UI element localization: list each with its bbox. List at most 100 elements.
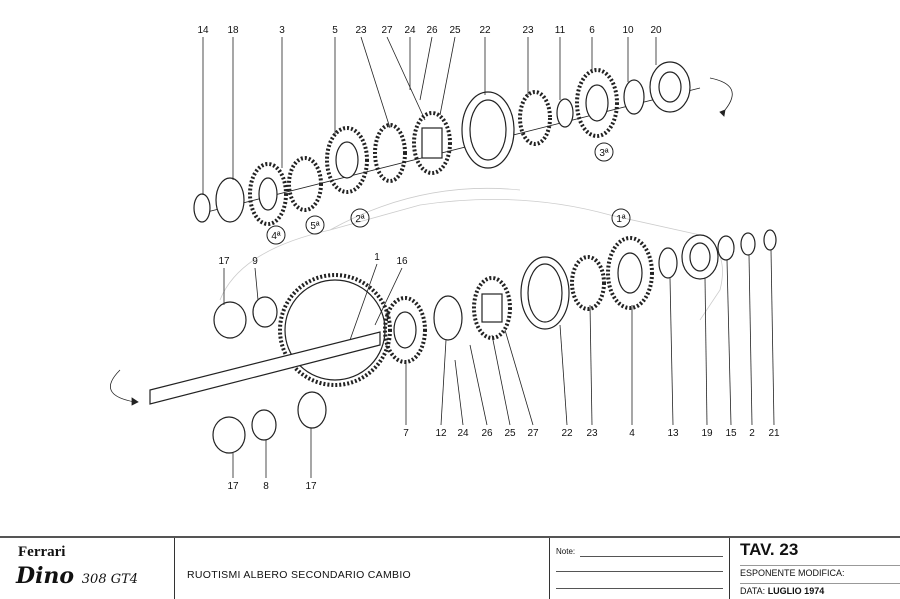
part-label: 24 [404,25,416,90]
part-label: 10 [622,25,634,82]
svg-text:22: 22 [561,428,573,439]
logo-cell: Ferrari Dino 308 GT4 [0,538,175,599]
mid-part-labels: 17 9 1 16 [218,252,408,341]
part-label: 27 [381,25,426,121]
svg-text:20: 20 [650,25,662,36]
part-label: 27 [504,329,539,439]
part-label: 16 [374,256,408,326]
table-number: TAV. 23 [740,540,799,559]
part-label: 19 [701,277,713,439]
gear-marker: 1ª [611,208,631,228]
svg-text:11: 11 [555,25,566,36]
note-line [580,556,723,557]
lower-part-labels: 7 12 24 26 25 27 22 23 4 13 19 15 2 21 [403,249,780,439]
part-label: 17 [227,453,239,492]
part-label: 23 [355,25,391,129]
svg-text:26: 26 [481,428,493,439]
svg-text:24: 24 [457,428,469,439]
part-label: 24 [454,359,469,439]
svg-text:13: 13 [667,428,679,439]
date-field: DATA: LUGLIO 1974 [740,583,900,596]
svg-text:3ª: 3ª [599,148,609,159]
notes-cell: Note: [550,538,730,599]
svg-text:3: 3 [279,25,285,36]
part-label: 6 [589,25,595,72]
gear-marker: 2ª [350,208,370,228]
svg-text:21: 21 [768,428,780,439]
svg-text:17: 17 [227,481,239,492]
svg-text:5ª: 5ª [310,221,320,232]
part-label: 22 [479,25,491,95]
svg-text:1ª: 1ª [616,214,626,225]
svg-text:8: 8 [263,481,269,492]
note-line [556,588,723,589]
svg-text:25: 25 [504,428,516,439]
gear-marker: 5ª [305,215,325,235]
svg-text:23: 23 [522,25,534,36]
gear-marker: 4ª [266,225,286,245]
svg-text:19: 19 [701,428,713,439]
part-label: 13 [667,277,679,439]
part-label: 26 [469,344,493,439]
upper-gear-assembly [193,61,733,226]
part-label: 2 [748,254,755,439]
part-label: 15 [725,259,737,439]
svg-text:10: 10 [622,25,634,36]
svg-text:12: 12 [435,428,447,439]
part-label: 7 [403,360,409,439]
part-label: 11 [555,25,566,100]
part-label: 12 [435,339,447,439]
note-line [556,571,723,572]
svg-text:24: 24 [404,25,416,36]
modification-index: ESPONENTE MODIFICA: [740,565,900,578]
part-label: 20 [650,25,662,65]
svg-text:27: 27 [527,428,539,439]
gear-markers: 4ª 5ª 2ª 3ª 1ª [266,142,631,245]
svg-text:14: 14 [197,25,209,36]
upper-part-labels: 14 18 3 5 23 27 24 26 25 22 23 11 6 10 2… [197,25,662,195]
part-label: 14 [197,25,209,195]
exploded-gear-diagram: 14 18 3 5 23 27 24 26 25 22 23 11 6 10 2… [109,25,780,492]
svg-text:6: 6 [589,25,595,36]
part-label: 17 [305,428,317,492]
gear-marker: 3ª [594,142,614,162]
svg-text:22: 22 [479,25,491,36]
svg-text:16: 16 [396,256,408,267]
svg-text:17: 17 [305,481,317,492]
title-block: Ferrari Dino 308 GT4 RUOTISMI ALBERO SEC… [0,536,900,599]
svg-text:7: 7 [403,428,409,439]
svg-text:25: 25 [449,25,461,36]
svg-text:4ª: 4ª [271,231,281,242]
lower-shaft-assembly [109,229,777,454]
dino-logo: Dino 308 GT4 [16,563,139,589]
svg-text:27: 27 [381,25,393,36]
title-cell: RUOTISMI ALBERO SECONDARIO CAMBIO [175,538,550,599]
part-label: 1 [349,252,380,341]
svg-text:15: 15 [725,428,737,439]
svg-text:1: 1 [374,252,380,263]
info-cell: TAV. 23 ESPONENTE MODIFICA: DATA: LUGLIO… [730,538,900,599]
part-label: 5 [332,25,338,135]
svg-text:2ª: 2ª [355,214,365,225]
svg-text:18: 18 [227,25,239,36]
svg-text:9: 9 [252,256,258,267]
svg-text:26: 26 [426,25,438,36]
svg-text:17: 17 [218,256,230,267]
part-label: 26 [419,25,438,101]
part-label: 21 [768,249,780,439]
bottom-part-labels: 17 8 17 [227,428,317,492]
part-label: 17 [218,256,230,305]
part-label: 23 [522,25,534,95]
svg-text:2: 2 [749,428,755,439]
part-label: 8 [263,440,269,492]
part-label: 25 [439,25,461,116]
svg-text:5: 5 [332,25,338,36]
note-label: Note: [556,547,576,556]
part-label: 22 [559,324,573,439]
part-label: 3 [279,25,285,168]
svg-text:23: 23 [586,428,598,439]
part-label: 25 [491,334,516,439]
svg-text:23: 23 [355,25,367,36]
part-label: 4 [629,305,635,439]
ferrari-logo: Ferrari [18,544,66,560]
